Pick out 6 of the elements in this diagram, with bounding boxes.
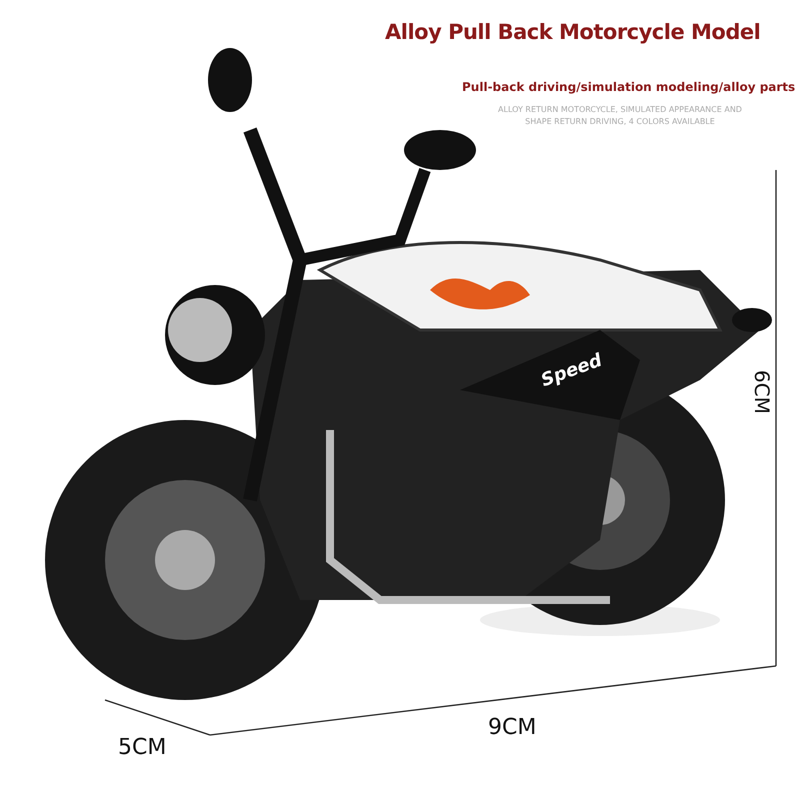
title: Alloy Pull Back Motorcycle Model: [385, 20, 760, 44]
dimension-label: 6CM: [750, 370, 774, 414]
subtitle: Pull-back driving/simulation modeling/alloy parts: [462, 80, 792, 94]
dimension-label: 5CM: [118, 735, 166, 760]
note-text: ALLOY RETURN MOTORCYCLE, SIMULATED APPEARANCE AND SHAPE RETURN DRIVING, 4 COLORS AVAILABLE: [497, 104, 743, 128]
dimension-label: 9CM: [488, 715, 536, 740]
